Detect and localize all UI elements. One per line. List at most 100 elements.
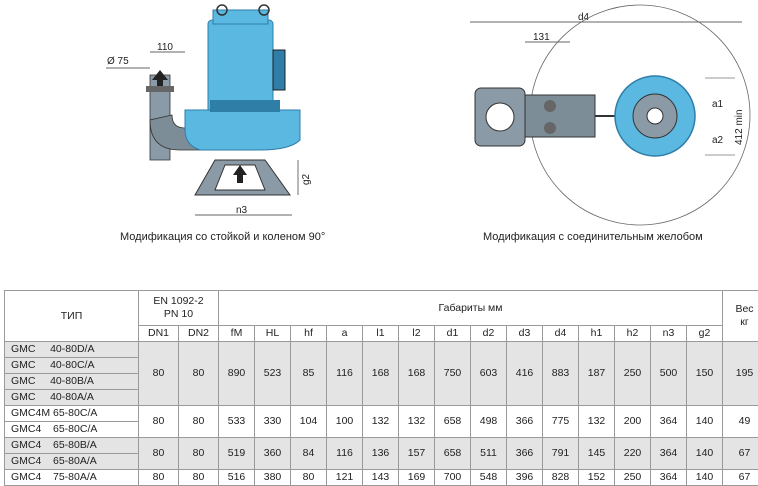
dim-131: 131 xyxy=(533,32,550,43)
value-cell: 80 xyxy=(179,406,219,438)
value-cell: 396 xyxy=(507,470,543,486)
value-cell: 828 xyxy=(543,470,579,486)
value-cell: 366 xyxy=(507,406,543,438)
value-cell: 80 xyxy=(179,470,219,486)
value-cell: 168 xyxy=(363,342,399,406)
value-cell: 67 xyxy=(723,438,758,470)
value-cell: 157 xyxy=(399,438,435,470)
value-cell: 143 xyxy=(363,470,399,486)
value-cell: 195 xyxy=(723,342,758,406)
value-cell: 775 xyxy=(543,406,579,438)
value-cell: 603 xyxy=(471,342,507,406)
type-cell: GMC 40-80C/A xyxy=(5,358,139,374)
value-cell: 380 xyxy=(255,470,291,486)
value-cell: 145 xyxy=(579,438,615,470)
column-header-l1: l1 xyxy=(363,326,399,342)
type-cell: GMC4 75-80A/A xyxy=(5,470,139,486)
caption-left: Модификация со стойкой и коленом 90° xyxy=(120,231,325,243)
column-header-dn1: DN1 xyxy=(139,326,179,342)
value-cell: 132 xyxy=(399,406,435,438)
value-cell: 100 xyxy=(327,406,363,438)
type-cell: GMC 40-80B/A xyxy=(5,374,139,390)
value-cell: 187 xyxy=(579,342,615,406)
value-cell: 80 xyxy=(139,342,179,406)
value-cell: 750 xyxy=(435,342,471,406)
value-cell: 80 xyxy=(291,470,327,486)
value-cell: 498 xyxy=(471,406,507,438)
value-cell: 104 xyxy=(291,406,327,438)
value-cell: 132 xyxy=(363,406,399,438)
pump-side-drawing: Ø 75 110 n3 g2 xyxy=(0,0,380,250)
value-cell: 519 xyxy=(219,438,255,470)
value-cell: 533 xyxy=(219,406,255,438)
value-cell: 416 xyxy=(507,342,543,406)
value-cell: 136 xyxy=(363,438,399,470)
column-header-l2: l2 xyxy=(399,326,435,342)
type-cell: GMC4 65-80C/A xyxy=(5,422,139,438)
value-cell: 548 xyxy=(471,470,507,486)
value-cell: 132 xyxy=(579,406,615,438)
value-cell: 121 xyxy=(327,470,363,486)
column-header-hl: HL xyxy=(255,326,291,342)
column-header-d4: d4 xyxy=(543,326,579,342)
value-cell: 140 xyxy=(687,406,723,438)
dim-dia: Ø 75 xyxy=(107,56,129,67)
value-cell: 116 xyxy=(327,438,363,470)
dim-a2: a2 xyxy=(712,135,724,146)
type-cell: GMC4 65-80A/A xyxy=(5,454,139,470)
type-cell: GMC 40-80A/A xyxy=(5,390,139,406)
value-cell: 364 xyxy=(651,438,687,470)
type-cell: GMC 40-80D/A xyxy=(5,342,139,358)
value-cell: 360 xyxy=(255,438,291,470)
value-cell: 658 xyxy=(435,406,471,438)
dim-g2: g2 xyxy=(301,173,312,185)
value-cell: 366 xyxy=(507,438,543,470)
value-cell: 364 xyxy=(651,406,687,438)
value-cell: 890 xyxy=(219,342,255,406)
value-cell: 168 xyxy=(399,342,435,406)
value-cell: 49 xyxy=(723,406,758,438)
value-cell: 85 xyxy=(291,342,327,406)
header-standard: EN 1092-2 PN 10 xyxy=(139,291,219,326)
dim-n3: n3 xyxy=(236,205,248,216)
header-gabarity: Габариты мм xyxy=(219,291,723,326)
column-header-g2: g2 xyxy=(687,326,723,342)
value-cell: 80 xyxy=(139,470,179,486)
dim-d4: d4 xyxy=(578,12,590,23)
value-cell: 80 xyxy=(139,406,179,438)
dim-412min: 412 min xyxy=(734,109,745,145)
column-header-h1: h1 xyxy=(579,326,615,342)
value-cell: 80 xyxy=(179,342,219,406)
dim-a1: a1 xyxy=(712,99,724,110)
value-cell: 516 xyxy=(219,470,255,486)
value-cell: 250 xyxy=(615,470,651,486)
header-ves: Вес кг xyxy=(723,291,758,342)
pump-top-drawing: d4 131 a1 a2 412 min xyxy=(440,0,758,250)
value-cell: 67 xyxy=(723,470,758,486)
value-cell: 500 xyxy=(651,342,687,406)
value-cell: 140 xyxy=(687,470,723,486)
value-cell: 700 xyxy=(435,470,471,486)
column-header-d3: d3 xyxy=(507,326,543,342)
value-cell: 150 xyxy=(687,342,723,406)
value-cell: 169 xyxy=(399,470,435,486)
column-header-hf: hf xyxy=(291,326,327,342)
value-cell: 200 xyxy=(615,406,651,438)
column-header-d2: d2 xyxy=(471,326,507,342)
value-cell: 364 xyxy=(651,470,687,486)
value-cell: 658 xyxy=(435,438,471,470)
column-header-h2: h2 xyxy=(615,326,651,342)
value-cell: 116 xyxy=(327,342,363,406)
column-header-n3: n3 xyxy=(651,326,687,342)
value-cell: 80 xyxy=(179,438,219,470)
value-cell: 250 xyxy=(615,342,651,406)
type-cell: GMC4M 65-80C/A xyxy=(5,406,139,422)
dim-110: 110 xyxy=(157,42,173,53)
header-tip: ТИП xyxy=(5,291,139,342)
value-cell: 140 xyxy=(687,438,723,470)
column-header-a: a xyxy=(327,326,363,342)
